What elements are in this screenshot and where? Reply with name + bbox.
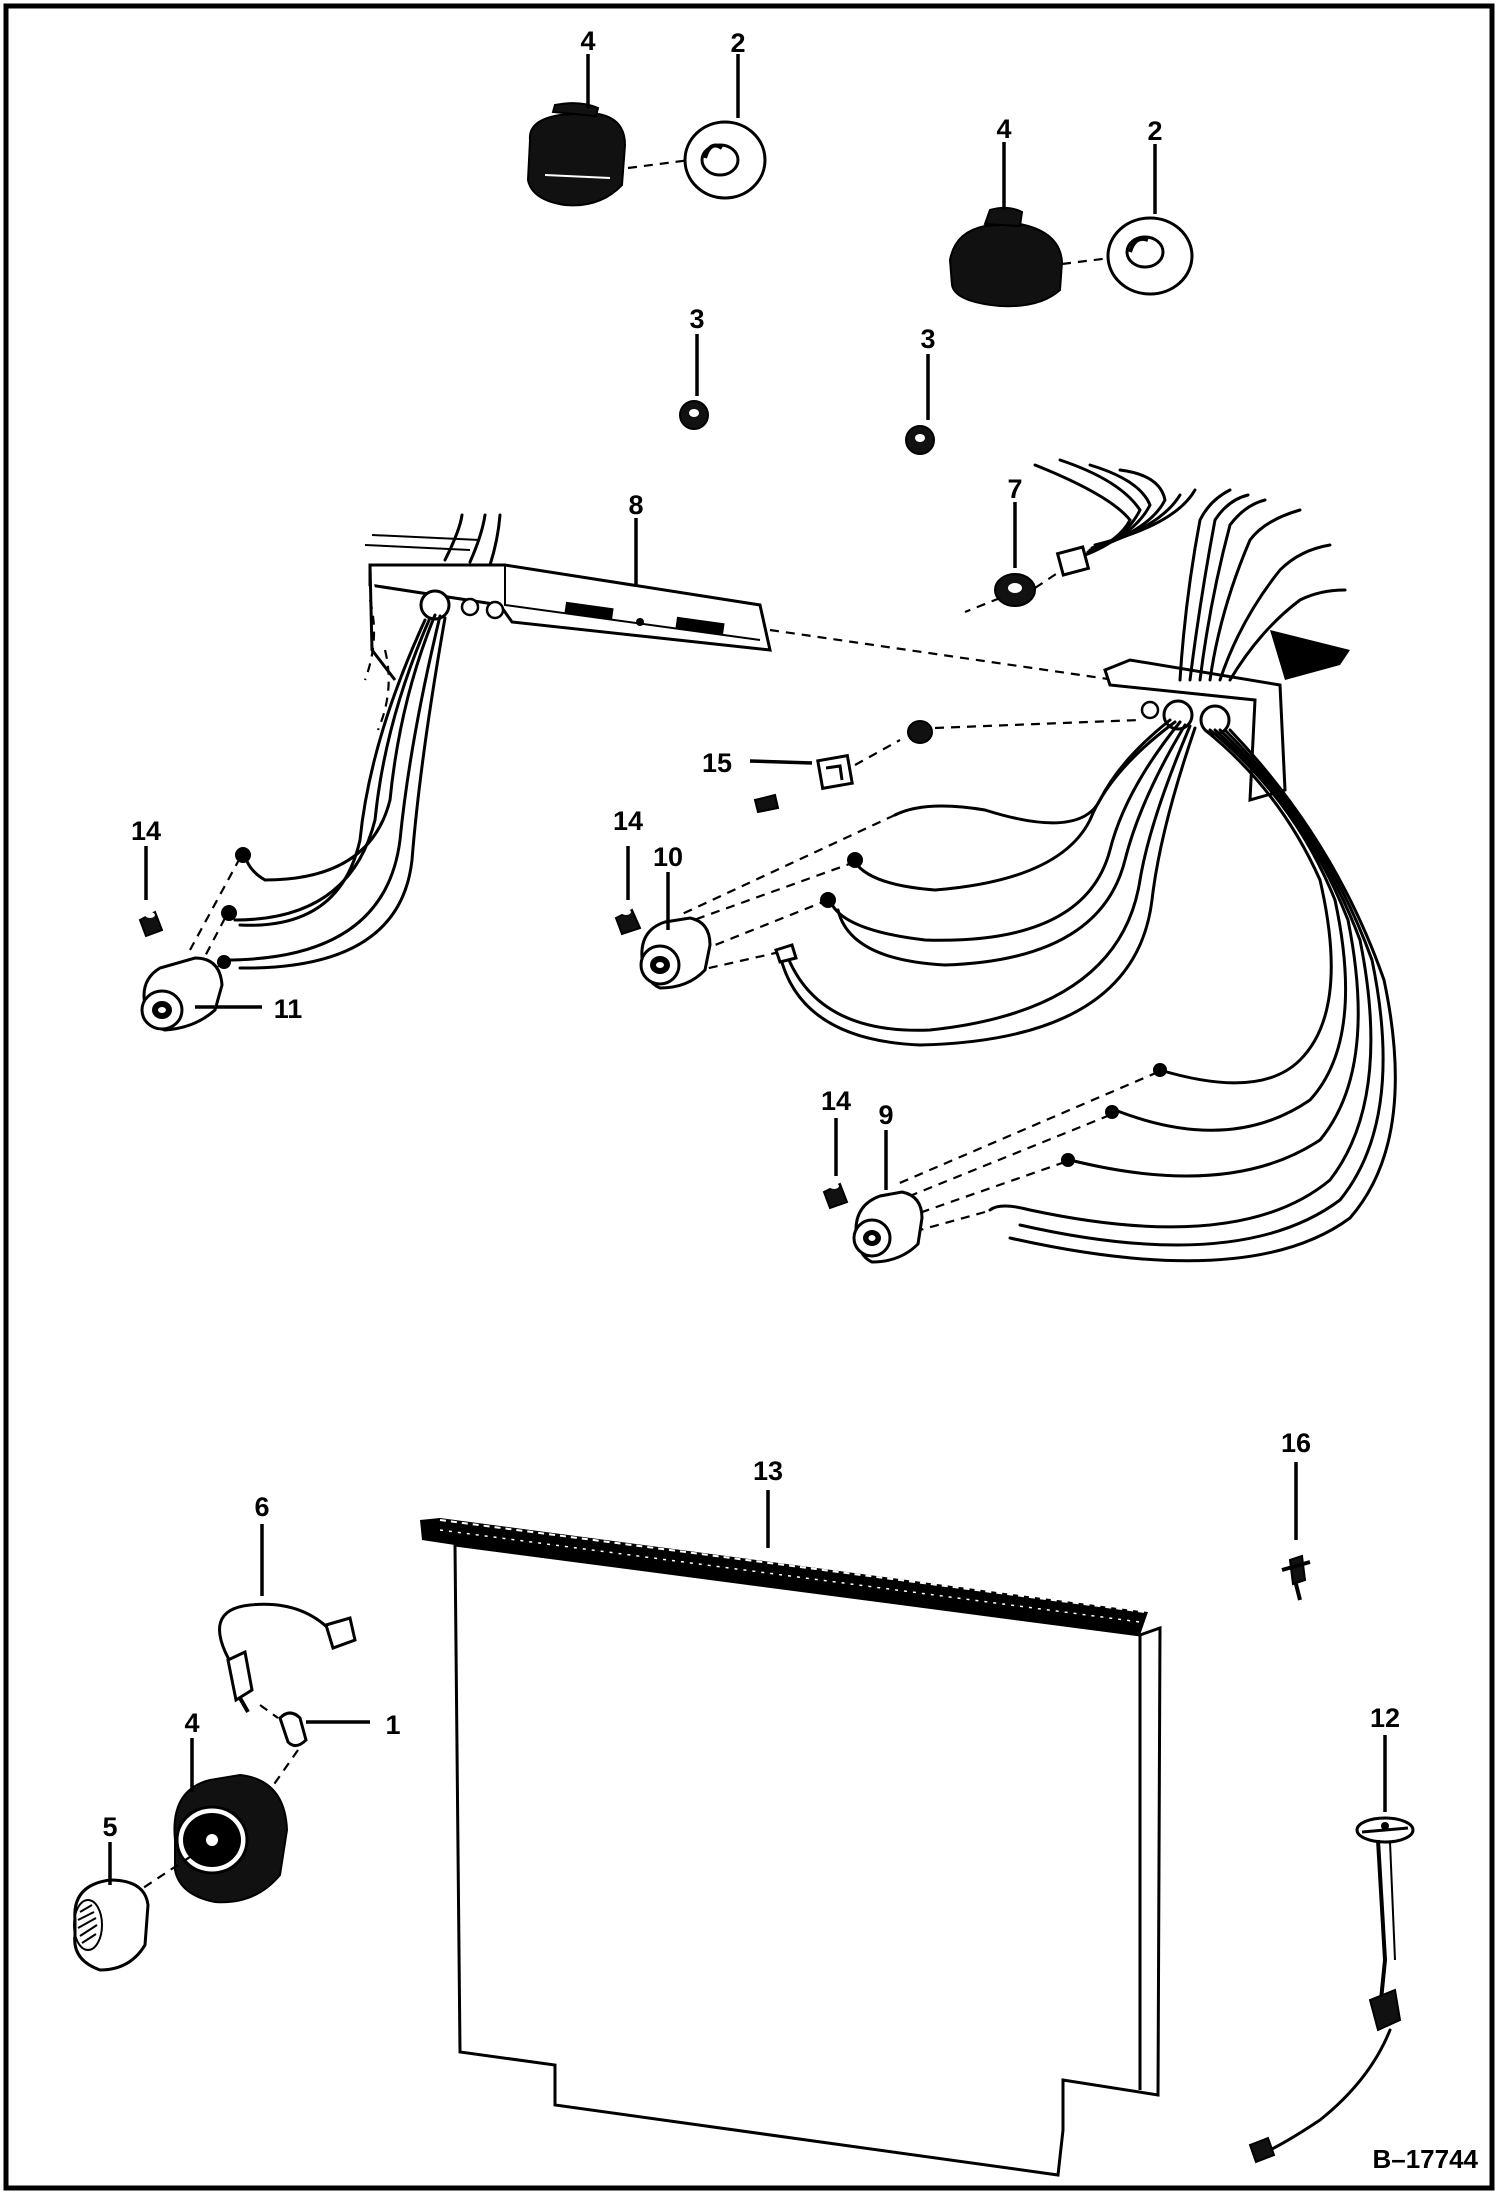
knob-top-right-part [948, 206, 1064, 308]
callout-fastener-right: 16 [1281, 1428, 1311, 1458]
knob-bottom-part [173, 1773, 289, 1904]
callout-lens-cap: 5 [102, 1812, 117, 1842]
drawing-border [3, 3, 1495, 2191]
callout-screw-lower: 14 [821, 1086, 851, 1116]
socket-lower-part [852, 1190, 924, 1264]
nut-left-part [679, 400, 709, 430]
nut-right-part [905, 425, 935, 455]
callout-screw-left: 14 [131, 816, 161, 846]
screw-left-part [138, 910, 164, 938]
socket-left-part [140, 956, 224, 1032]
knob-top-left-part [526, 102, 627, 207]
callout-knob-top-right: 4 [996, 114, 1011, 144]
washer-top-left-part [683, 120, 767, 200]
fastener-right-part [1281, 1554, 1311, 1601]
callout-knob-top-left: 4 [580, 26, 595, 56]
screw-middle-part [614, 908, 642, 936]
lens-cap-part [73, 1878, 150, 1972]
bracket-part [364, 513, 772, 681]
grommet-part [994, 545, 1091, 607]
callout-bulb: 1 [385, 1710, 400, 1740]
callout-washer-top-right: 2 [1147, 116, 1162, 146]
callout-socket-lower: 9 [878, 1100, 893, 1130]
callout-nut-left: 3 [689, 304, 704, 334]
washer-top-right-part [1106, 216, 1194, 296]
callout-bracket: 8 [628, 490, 643, 520]
cover-panel-part [420, 1518, 1162, 2177]
callout-grommet: 7 [1007, 474, 1022, 504]
callout-clip: 15 [702, 748, 732, 778]
callout-washer-top-left: 2 [730, 28, 745, 58]
callout-sender: 12 [1370, 1703, 1400, 1733]
sender-part [1248, 1816, 1415, 2164]
harness-lead-part [218, 1602, 357, 1713]
drawing-number: B–17744 [1372, 2144, 1478, 2174]
callout-nut-right: 3 [920, 324, 935, 354]
callout-socket-middle: 10 [653, 842, 683, 872]
socket-middle-part [639, 916, 712, 990]
bulb-part [278, 1711, 308, 1747]
callout-socket-left: 11 [274, 994, 303, 1024]
screw-lower-part [822, 1182, 849, 1210]
callout-knob-bottom: 4 [184, 1708, 199, 1738]
callout-cover-panel: 13 [753, 1456, 783, 1486]
callout-harness-lead: 6 [254, 1492, 269, 1522]
clip-part [753, 753, 854, 814]
callout-screw-middle: 14 [613, 806, 643, 836]
